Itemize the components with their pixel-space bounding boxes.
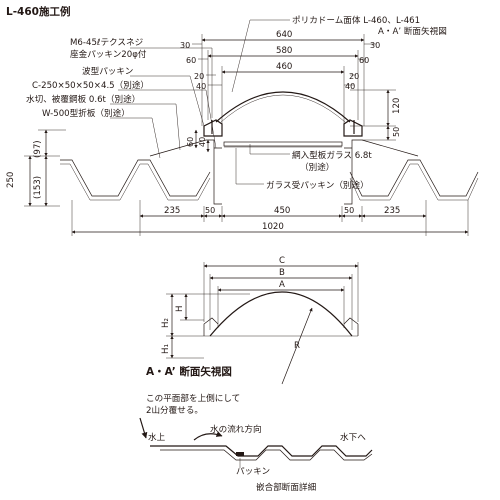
aa-section-view: C B A H₂ H H₁ R A・A’ 断面矢視図 — [146, 256, 359, 385]
dome-shell — [215, 91, 351, 123]
dome-base-right — [343, 119, 363, 137]
dim-30-right: 30 — [370, 41, 380, 50]
channel-right — [344, 147, 353, 205]
cover-arrow — [139, 417, 148, 439]
upstream-label: 水上 — [148, 431, 166, 443]
flow-arrow — [193, 431, 223, 441]
dim-460: 460 — [276, 62, 292, 72]
radius-line — [281, 307, 313, 385]
roof-panel-left — [60, 159, 211, 197]
dim-40-left: 40 — [196, 82, 206, 91]
dim-C: C — [279, 256, 285, 266]
drawing-title: L-460施工例 — [6, 5, 70, 18]
label-section-ref: A・A’ 断面矢視図 — [378, 25, 447, 37]
label-wire-glass: 網入型板ガラス 6.8t — [292, 149, 372, 161]
flashing-right — [351, 139, 419, 157]
label-flashing: 水切、被覆鋼板 0.6t（別途） — [26, 93, 140, 105]
construction-section: 250 (97) (153) 60 40 120 50 640 580 460 … — [6, 14, 479, 236]
joint-caption: 嵌合部断面詳細 — [256, 481, 317, 493]
dim-60-vertical: 60 — [186, 137, 195, 147]
joint-note-1: この平面部を上側にして — [146, 392, 240, 404]
channel-left — [213, 147, 222, 205]
section-flange-left — [203, 317, 219, 336]
dim-40-right: 40 — [345, 82, 355, 91]
dim-50-vertical: 50 — [392, 127, 401, 137]
dim-235-left: 235 — [164, 206, 180, 216]
packing-label: パッキン — [236, 466, 270, 477]
dim-A: A — [279, 280, 285, 290]
section-caption: A・A’ 断面矢視図 — [146, 365, 232, 378]
label-wire-glass-note: （別途） — [300, 161, 334, 173]
label-roof-panel: W-500型折板（別途） — [42, 107, 130, 119]
section-dome-arc — [209, 291, 353, 337]
dim-120: 120 — [392, 98, 402, 114]
label-glass-packing: ガラス受パッキン（別途） — [266, 179, 369, 191]
label-screw-1: M6-45ℓテクスネジ — [70, 37, 144, 48]
dim-20-left: 20 — [194, 72, 204, 81]
section-flange-right — [343, 317, 359, 336]
roof-panel-right — [349, 159, 479, 197]
downstream-label: 水下へ — [340, 431, 366, 443]
dim-B: B — [279, 268, 285, 278]
dim-1020: 1020 — [262, 222, 284, 232]
joint-note-2: 2山分覆せる。 — [146, 405, 203, 416]
dim-60-right: 60 — [359, 56, 369, 65]
dim-50-right: 50 — [344, 206, 354, 215]
flashing-left — [149, 139, 215, 157]
dim-235-right: 235 — [384, 206, 400, 216]
dim-20-right: 20 — [349, 72, 359, 81]
wire-glass — [223, 141, 343, 147]
dim-50-left: 50 — [205, 206, 215, 215]
label-wave-packing: 波型パッキン — [82, 65, 133, 77]
packing-marker — [236, 452, 244, 456]
dim-450: 450 — [274, 206, 290, 216]
dim-640: 640 — [276, 30, 292, 40]
joint-detail: この平面部を上側にして 2山分覆せる。 水の流れ方向 水上 水下へ パッキン 嵌… — [139, 392, 373, 493]
dim-97: (97) — [33, 140, 43, 158]
label-dome: ポリカドーム面体 L-460、L-461 — [292, 14, 420, 26]
dim-R: R — [294, 341, 300, 351]
dim-580: 580 — [276, 46, 292, 56]
dim-40-vertical: 40 — [198, 137, 207, 147]
dim-H: H — [175, 306, 185, 312]
dim-153: (153) — [33, 176, 43, 199]
flow-direction: 水の流れ方向 — [210, 423, 262, 435]
label-screw-2: 座金パッキン20φ付 — [70, 48, 147, 60]
dim-250: 250 — [6, 172, 16, 188]
dim-30-left: 30 — [180, 41, 190, 50]
dim-60-left: 60 — [186, 56, 196, 65]
label-channel: C-250×50×50×4.5（別途） — [32, 79, 149, 91]
dome-base-left — [203, 119, 223, 137]
dim-H2: H₂ — [161, 318, 171, 328]
dim-H1: H₁ — [161, 344, 171, 354]
lower-sheet — [160, 449, 373, 461]
